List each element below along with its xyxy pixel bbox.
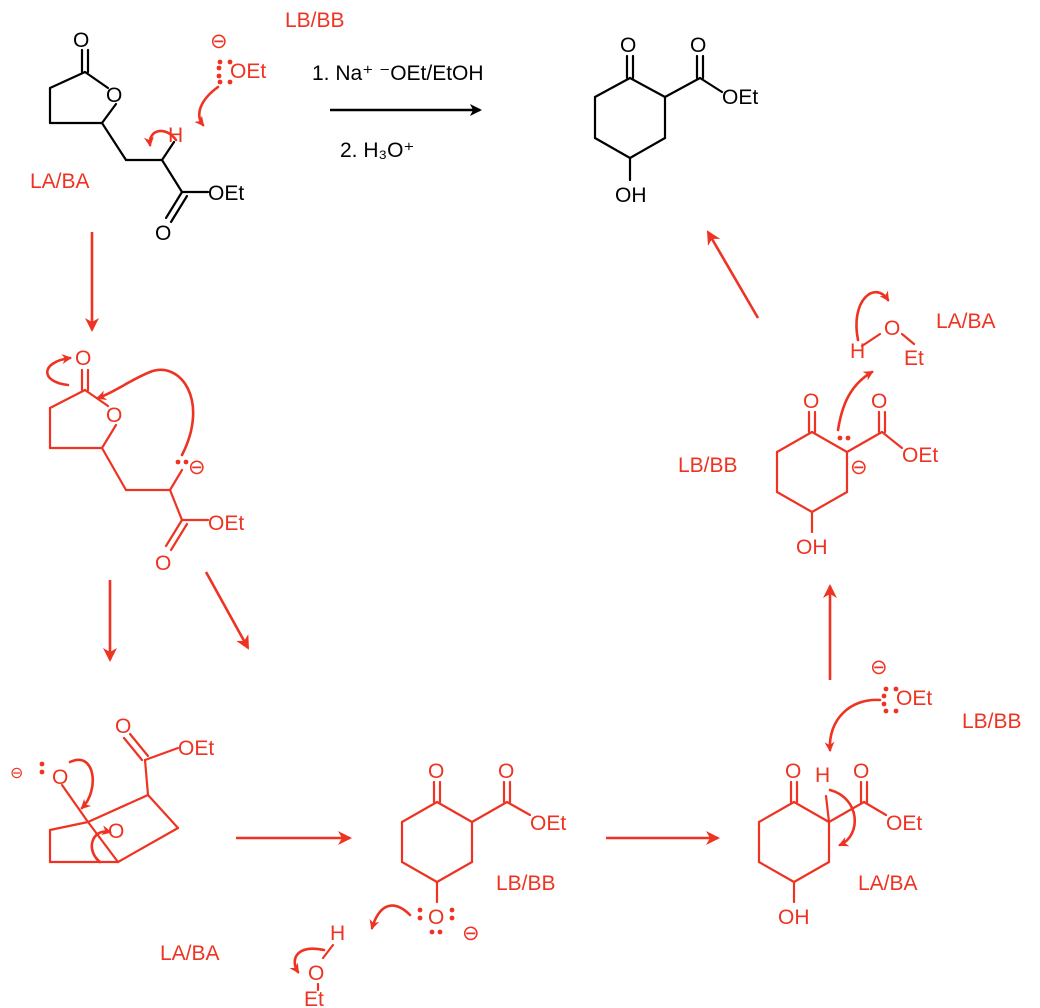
label-la-ba-neutral: LA/BA <box>858 872 918 895</box>
atom-ethanol-right-et: Et <box>904 347 924 370</box>
atom-carbonyl-oxygen: O <box>73 29 89 52</box>
product-beta-keto-ester: O OH O OEt <box>593 34 758 207</box>
atom-alkoxide-o: O <box>428 906 444 929</box>
atom-stab-ester-oet: OEt <box>902 444 938 467</box>
atom-ethanol-bottom-h: H <box>330 922 345 945</box>
atom-ring-oxygen: O <box>106 84 122 107</box>
charge-ethoxide-right: ⊖ <box>870 656 888 679</box>
atom-ethoxide-top: OEt <box>230 60 266 83</box>
atom-ester-carbonyl-o: O <box>155 222 171 245</box>
label-la-ba-ethanol-right: LA/BA <box>936 310 996 333</box>
atom-ethanol-bottom-o: O <box>308 962 324 985</box>
label-lb-bb-ethoxide-right: LB/BB <box>962 710 1022 733</box>
enolate-intermediate: O O OEt O <box>48 347 244 575</box>
neutral-keto-ester: O OH H O OEt <box>757 760 922 929</box>
alkoxide-keto-ester: O O O OEt <box>400 760 566 929</box>
atom-product-oh: OH <box>615 184 647 207</box>
atom-enolate-ester-oet: OEt <box>208 512 244 535</box>
label-lb-bb-enolate: LB/BB <box>678 454 738 477</box>
charge-ethoxide-top: ⊖ <box>210 30 228 53</box>
charge-tetrahedral-alkoxide: ⊖ <box>10 765 23 782</box>
atom-alkoxide-ester-carbonyl-o: O <box>498 760 514 783</box>
atom-enolate-ring-o: O <box>106 404 122 427</box>
atom-ester-carbonyl-o-product: O <box>690 34 706 57</box>
atom-stab-oh: OH <box>796 536 828 559</box>
atom-neutral-oh: OH <box>778 906 810 929</box>
atom-neutral-ester-carbonyl-o: O <box>853 760 869 783</box>
charge-stab-enolate: ⊖ <box>850 456 868 479</box>
atom-stab-ester-carbonyl-o: O <box>871 390 887 413</box>
label-la-ba-ethanol-bottom: LA/BA <box>160 942 220 965</box>
label-lb-bb-alkoxide: LB/BB <box>496 872 556 895</box>
reagent-step-1: 1. Na⁺ ⁻OEt/EtOH <box>312 62 484 85</box>
atom-alkoxide-ester-oet: OEt <box>530 812 566 835</box>
atom-ketone-oxygen: O <box>620 34 636 57</box>
starting-material-lactone: O O H OEt O <box>48 29 244 245</box>
atom-neutral-ketone-o: O <box>785 760 801 783</box>
atom-tetrahedral-bridge-o: O <box>108 820 124 843</box>
label-la-ba-start: LA/BA <box>30 170 90 193</box>
label-lb-bb-ethoxide-top: LB/BB <box>285 9 345 32</box>
atom-enolate-ester-carbonyl-o: O <box>155 552 171 575</box>
stabilized-enolate: O OH O OEt <box>775 390 938 559</box>
charge-alkoxide: ⊖ <box>462 922 480 945</box>
reagent-step-2: 2. H₃O⁺ <box>340 139 414 162</box>
atom-ethanol-right-o: O <box>884 317 900 340</box>
atom-alpha-hydrogen: H <box>168 124 183 147</box>
atom-ethoxide-right: OEt <box>896 687 932 710</box>
atom-ester-oet: OEt <box>208 182 244 205</box>
atom-neutral-ester-oet: OEt <box>886 812 922 835</box>
atom-ester-oet-product: OEt <box>722 86 758 109</box>
charge-enolate-carbanion: ⊖ <box>188 456 206 479</box>
atom-alkoxide-ketone-o: O <box>428 760 444 783</box>
atom-tetrahedral-alkoxide-o: O <box>52 766 68 789</box>
atom-tetrahedral-carbonyl-o: O <box>115 715 131 738</box>
tetrahedral-intermediate: O OEt O O <box>48 715 214 864</box>
atom-enolate-carbonyl-o: O <box>75 347 91 370</box>
atom-stab-ketone-o: O <box>803 390 819 413</box>
atom-neutral-acidic-h: H <box>815 764 830 787</box>
atom-ethanol-bottom-et: Et <box>304 988 324 1008</box>
atom-ethanol-right-h: H <box>850 340 865 363</box>
atom-tetrahedral-oet: OEt <box>178 737 214 760</box>
